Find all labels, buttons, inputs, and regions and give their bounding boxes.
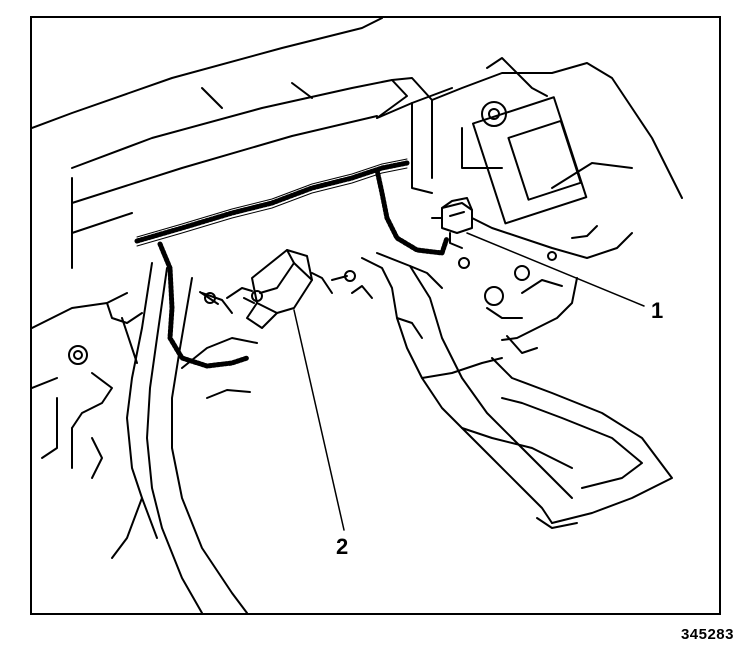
vehicle-underdash-illustration xyxy=(32,18,683,613)
callout-1-label: 1 xyxy=(651,298,664,323)
right-body-structure xyxy=(411,57,683,354)
instrument-panel xyxy=(32,18,453,269)
leader-lines xyxy=(293,232,645,531)
wiring-harness-outline xyxy=(136,158,408,247)
figure-number: 345283 xyxy=(680,626,734,643)
fasteners xyxy=(199,270,356,305)
diagram-frame: 1 2 xyxy=(30,16,721,615)
left-kick-panel xyxy=(32,262,258,613)
harness-connector xyxy=(431,197,473,249)
callout-2-label: 2 xyxy=(336,534,349,559)
wiring-harness xyxy=(134,160,450,369)
control-module xyxy=(201,249,313,329)
leader-line-2 xyxy=(293,309,345,531)
leader-line-1 xyxy=(466,232,645,307)
floor-trim-panel xyxy=(261,252,673,529)
